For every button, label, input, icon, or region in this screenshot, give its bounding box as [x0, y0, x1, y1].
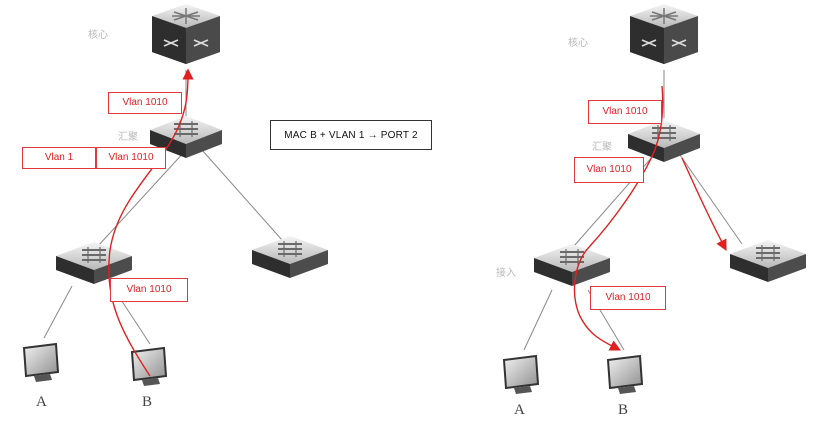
left-vlan-tag-upper: Vlan 1010: [108, 92, 182, 114]
left-vlan-tag-lower: Vlan 1010: [110, 278, 188, 302]
pc-a-left-icon: [22, 342, 60, 382]
access-switch-2-left-icon: [252, 236, 328, 278]
right-core-label: 核心: [568, 38, 588, 49]
pc-b-left-icon: [130, 346, 168, 386]
link-agg-access-left: [97, 149, 187, 247]
access-switch-2-right-icon: [730, 240, 806, 282]
left-agg-label: 汇聚: [118, 132, 138, 143]
left-path-curve: [108, 68, 194, 377]
pc-b-right-icon: [606, 354, 644, 394]
link-access-pcA-right: [523, 289, 553, 351]
left-core-label: 核心: [88, 30, 108, 41]
left-pc-b-label: B: [142, 394, 153, 410]
pc-a-right-icon: [502, 354, 540, 394]
right-access-label: 接入: [496, 268, 516, 279]
right-pc-a-label: A: [514, 402, 525, 418]
right-vlan-tag-lower: Vlan 1010: [590, 286, 666, 310]
right-vlan-tag-upper: Vlan 1010: [588, 100, 662, 124]
right-packet-path: [573, 85, 727, 351]
left-packet-path: [108, 68, 194, 377]
agg-switch-left-icon: [150, 116, 222, 158]
left-vlan-tag-native: Vlan 1: [22, 147, 96, 169]
right-pc-b-label: B: [618, 402, 629, 418]
right-vlan-tag-mid: Vlan 1010: [574, 157, 644, 183]
link-agg-access2-left: [201, 149, 283, 241]
right-agg-label: 汇聚: [592, 142, 612, 153]
access-switch-left-icon: [56, 242, 132, 284]
agg-switch-right-icon: [628, 120, 700, 162]
right-path-down: [573, 85, 664, 351]
link-access-pcA-left: [43, 285, 73, 339]
mac-table-note: MAC B + VLAN 1 → PORT 2: [270, 120, 432, 150]
link-agg-access2-right: [679, 154, 743, 245]
core-switch-left-icon: [152, 4, 220, 64]
right-path-branch: [681, 157, 727, 251]
left-vlan-tag-mid: Vlan 1010: [96, 147, 166, 169]
core-switch-right-icon: [630, 4, 698, 64]
left-pc-a-label: A: [36, 394, 47, 410]
access-switch-right-icon: [534, 244, 610, 286]
